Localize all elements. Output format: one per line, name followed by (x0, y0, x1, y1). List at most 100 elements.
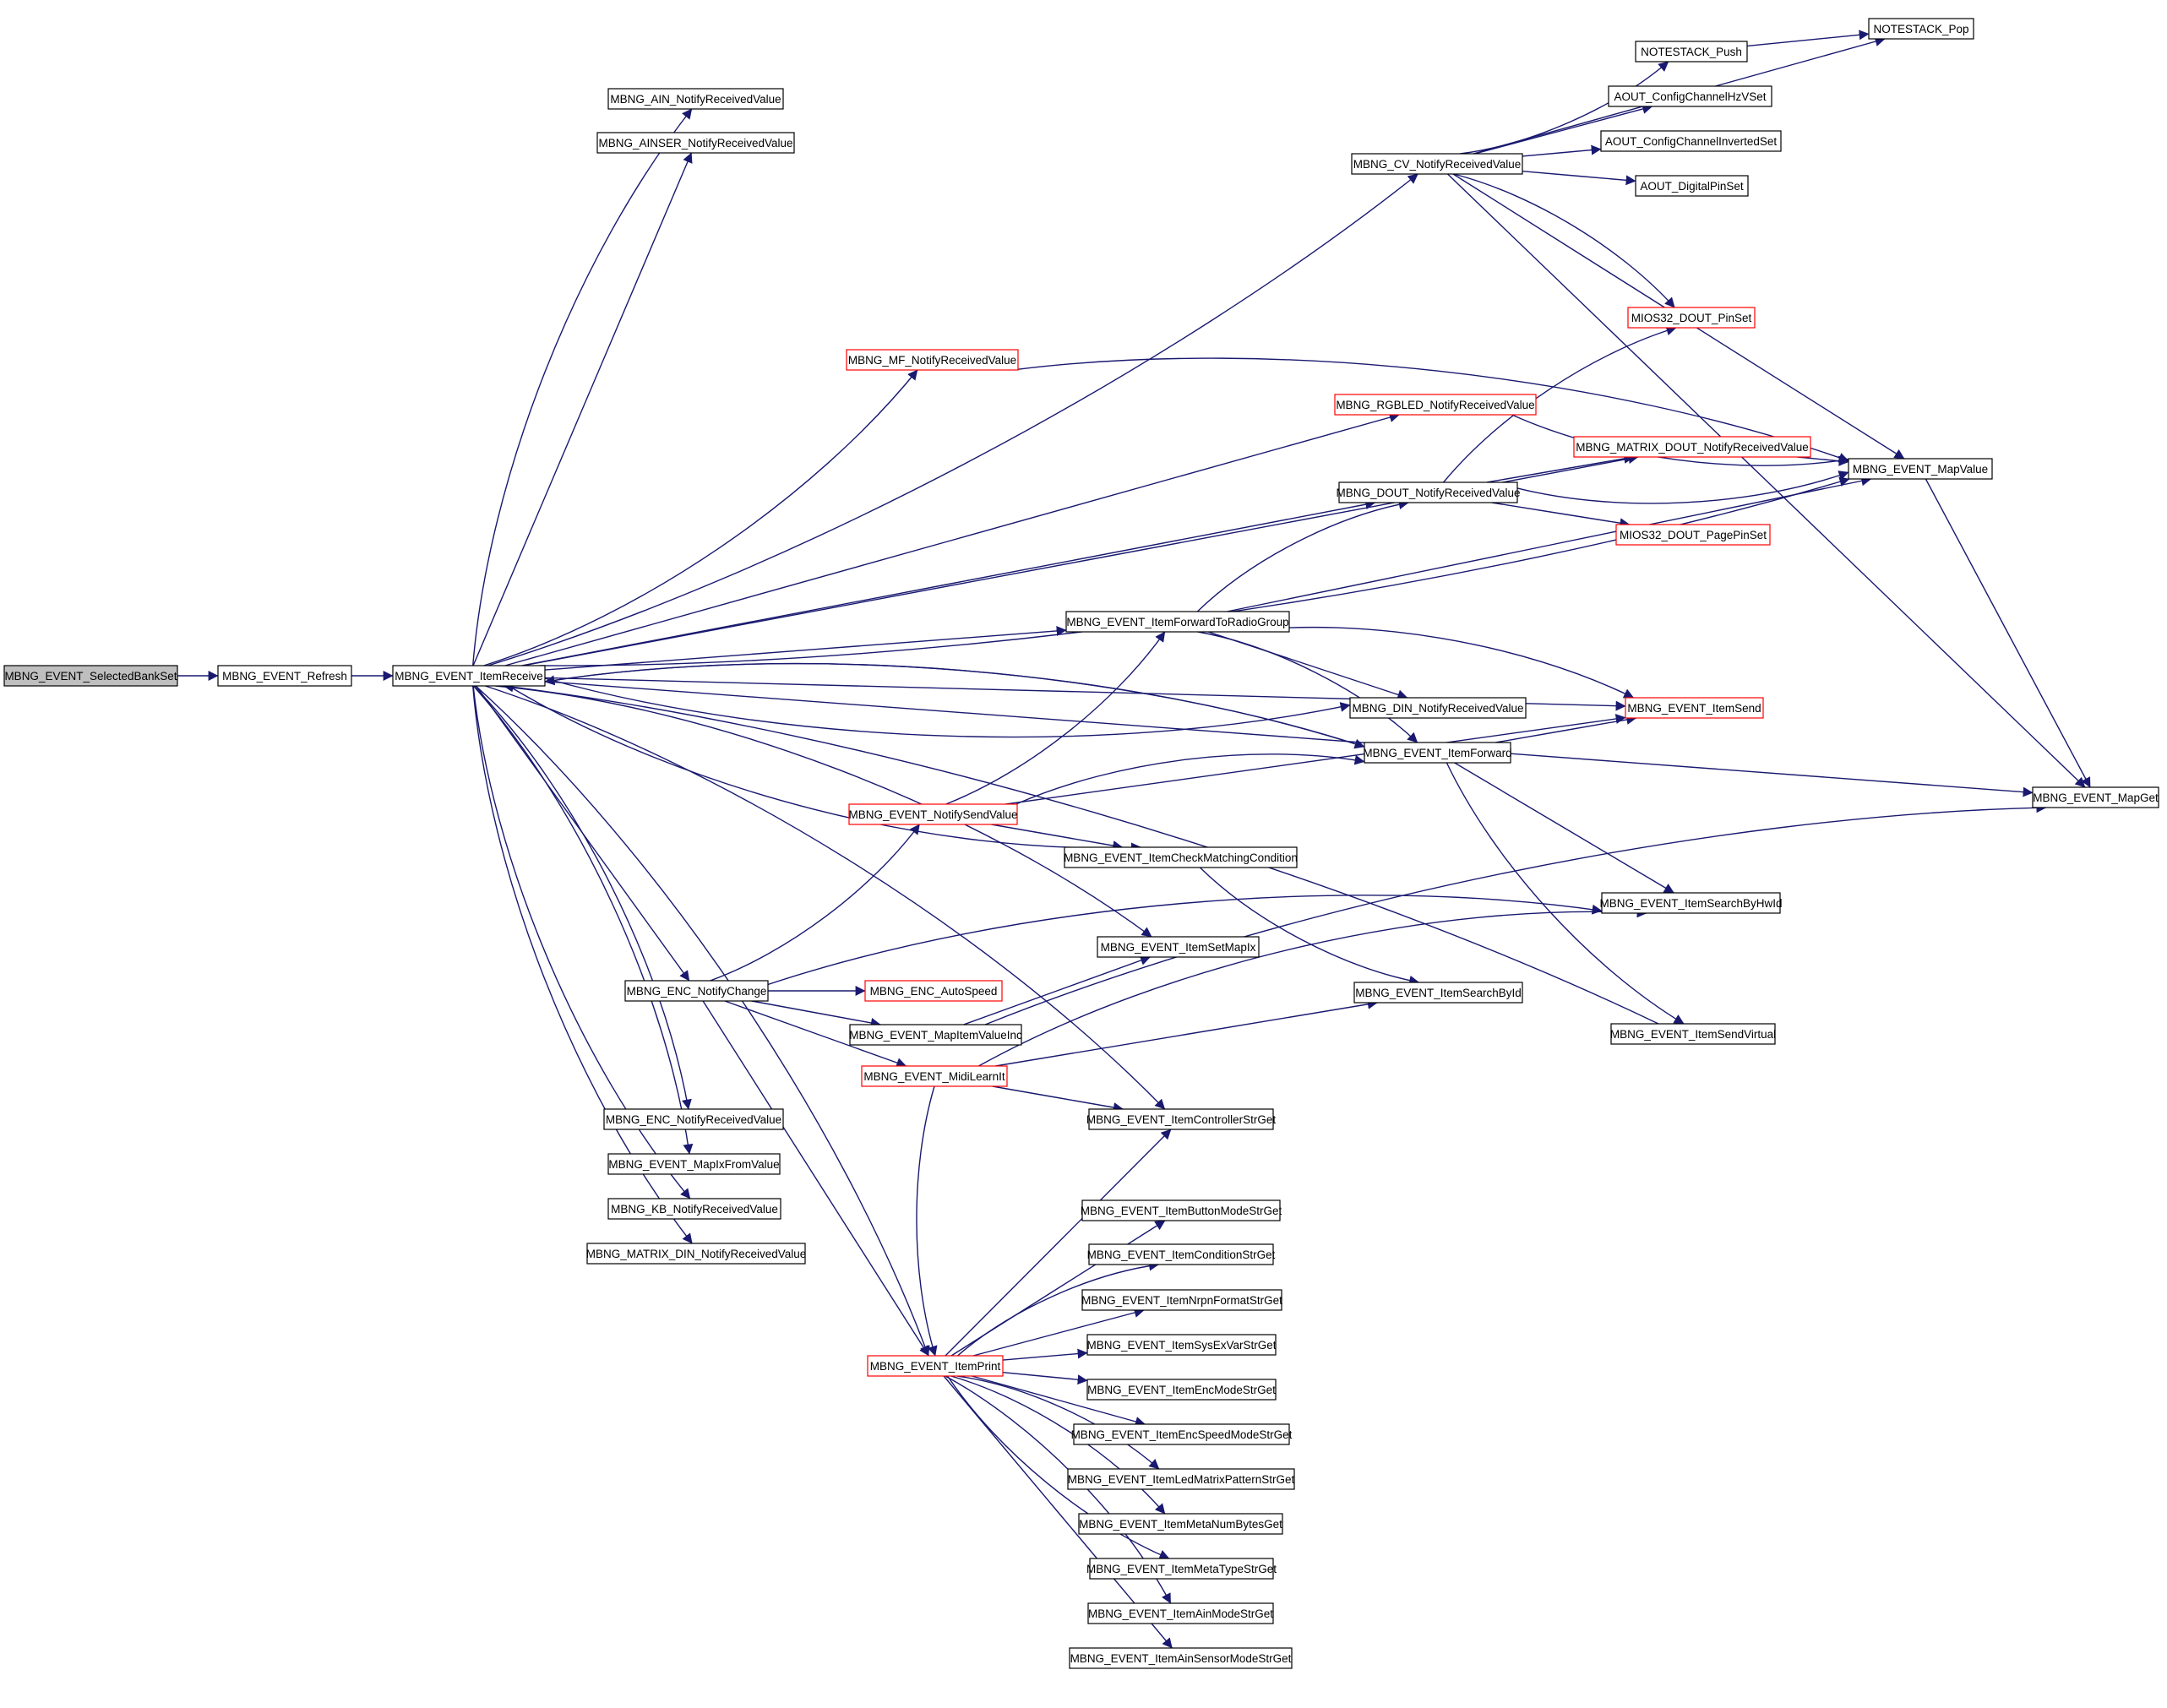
edge-midilearnit-to-itemprint (916, 1085, 938, 1357)
node-aout_digital[interactable]: AOUT_DigitalPinSet (1635, 175, 1749, 197)
node-box (1351, 153, 1523, 175)
node-ain_nrv[interactable]: MBNG_AIN_NotifyReceivedValue (607, 88, 784, 110)
node-box (2032, 786, 2159, 808)
node-ainsensormode[interactable]: MBNG_EVENT_ItemAinSensorModeStrGet (1069, 1647, 1293, 1669)
node-box (1601, 892, 1781, 914)
node-ainser_nrv[interactable]: MBNG_AINSER_NotifyReceivedValue (596, 132, 795, 154)
node-enc_autospeed[interactable]: MBNG_ENC_AutoSpeed (864, 980, 1003, 1002)
node-notestack_push[interactable]: NOTESTACK_Push (1635, 41, 1748, 63)
node-box (1610, 1023, 1776, 1045)
edge-itemreceive-to-mf_nrv (483, 369, 918, 666)
node-itemprint[interactable]: MBNG_EVENT_ItemPrint (867, 1355, 1004, 1377)
node-cv_nrv[interactable]: MBNG_CV_NotifyReceivedValue (1351, 153, 1523, 175)
node-ainmode[interactable]: MBNG_EVENT_ItemAinModeStrGet (1087, 1602, 1274, 1624)
node-box (603, 1108, 784, 1130)
node-box (1635, 175, 1749, 197)
node-box (1088, 1108, 1274, 1130)
node-label: MBNG_DOUT_NotifyReceivedValue (1336, 487, 1520, 499)
edge-cv_nrv-to-aout_hzv (1474, 104, 1653, 155)
node-notestack_pop[interactable]: NOTESTACK_Pop (1868, 18, 1974, 40)
node-checkmatching[interactable]: MBNG_EVENT_ItemCheckMatchingCondition (1064, 846, 1298, 868)
node-label: MBNG_ENC_AutoSpeed (870, 985, 998, 998)
node-mf_nrv[interactable]: MBNG_MF_NotifyReceivedValue (846, 349, 1019, 371)
node-fwd_radio[interactable]: MBNG_EVENT_ItemForwardToRadioGroup (1065, 611, 1290, 633)
node-label: MBNG_EVENT_ItemForwardToRadioGroup (1066, 616, 1288, 628)
node-box (1625, 697, 1764, 719)
node-mapvalue[interactable]: MBNG_EVENT_MapValue (1848, 458, 1993, 480)
node-label: MBNG_EVENT_ItemAinSensorModeStrGet (1070, 1652, 1292, 1665)
node-itemsend[interactable]: MBNG_EVENT_ItemSend (1625, 697, 1764, 719)
node-sysexvar[interactable]: MBNG_EVENT_ItemSysExVarStrGet (1086, 1334, 1277, 1356)
node-ledmatrixpattern[interactable]: MBNG_EVENT_ItemLedMatrixPatternStrGet (1067, 1468, 1295, 1490)
node-mapget[interactable]: MBNG_EVENT_MapGet (2032, 786, 2159, 808)
node-label: MBNG_MF_NotifyReceivedValue (848, 354, 1016, 367)
node-din_nrv[interactable]: MBNG_DIN_NotifyReceivedValue (1349, 697, 1527, 719)
node-label: MBNG_EVENT_ItemSysExVarStrGet (1086, 1339, 1276, 1352)
node-metatype[interactable]: MBNG_EVENT_ItemMetaTypeStrGet (1086, 1558, 1277, 1580)
edge-cv_nrv-to-aout_digital (1522, 171, 1636, 186)
node-kb_nrv[interactable]: MBNG_KB_NotifyReceivedValue (607, 1198, 781, 1220)
node-matrix_din_nrv[interactable]: MBNG_MATRIX_DIN_NotifyReceivedValue (586, 1243, 807, 1265)
node-box (1088, 1243, 1274, 1265)
node-itemforward[interactable]: MBNG_EVENT_ItemForward (1363, 742, 1512, 764)
node-mios_dout_pinset[interactable]: MIOS32_DOUT_PinSet (1627, 307, 1756, 329)
node-searchbyid[interactable]: MBNG_EVENT_ItemSearchById (1353, 982, 1523, 1004)
node-aout_inverted[interactable]: AOUT_ConfigChannelInvertedSet (1600, 130, 1782, 152)
edge-itemreceive-to-matrix_din_nrv (472, 685, 693, 1244)
node-label: MBNG_EVENT_ItemMetaTypeStrGet (1086, 1563, 1277, 1575)
node-box (1065, 611, 1290, 633)
edge-itemreceive-to-dout_nrv (521, 499, 1376, 666)
node-box (1086, 1334, 1277, 1356)
node-conditionstr[interactable]: MBNG_EVENT_ItemConditionStrGet (1087, 1243, 1276, 1265)
edge-itemprint-to-controllerstrget (945, 1129, 1172, 1357)
node-dout_nrv[interactable]: MBNG_DOUT_NotifyReceivedValue (1336, 481, 1521, 503)
edge-itemreceive-to-din_nrv (544, 677, 1351, 738)
node-enc_nrv[interactable]: MBNG_ENC_NotifyReceivedValue (603, 1108, 784, 1130)
node-enc_nc[interactable]: MBNG_ENC_NotifyChange (624, 980, 769, 1002)
node-selectedbankset[interactable]: MBNG_EVENT_SelectedBankSet (3, 665, 178, 687)
node-mapixfromvalue[interactable]: MBNG_EVENT_MapIxFromValue (607, 1153, 781, 1175)
node-notifysendvalue[interactable]: MBNG_EVENT_NotifySendValue (848, 803, 1018, 825)
node-box (1868, 18, 1974, 40)
node-controllerstrget[interactable]: MBNG_EVENT_ItemControllerStrGet (1086, 1108, 1277, 1130)
node-sendvirtual[interactable]: MBNG_EVENT_ItemSendVirtual (1610, 1023, 1776, 1045)
node-box (1338, 481, 1518, 503)
node-matrix_dout_nrv[interactable]: MBNG_MATRIX_DOUT_NotifyReceivedValue (1573, 436, 1811, 458)
edge-enc_nc-to-itemprint (702, 1000, 929, 1357)
node-buttonmode[interactable]: MBNG_EVENT_ItemButtonModeStrGet (1081, 1199, 1282, 1221)
node-aout_hzv[interactable]: AOUT_ConfigChannelHzVSet (1608, 85, 1772, 107)
node-itemreceive[interactable]: MBNG_EVENT_ItemReceive (392, 665, 546, 687)
node-label: MBNG_EVENT_ItemSetMapIx (1101, 941, 1256, 954)
node-encmode[interactable]: MBNG_EVENT_ItemEncModeStrGet (1086, 1379, 1277, 1401)
node-label: MBNG_EVENT_ItemEncModeStrGet (1087, 1384, 1276, 1396)
edge-itemreceive-to-mapixfromvalue (472, 685, 694, 1155)
node-box (1087, 1602, 1274, 1624)
node-box (1086, 1379, 1277, 1401)
edge-itemreceive-to-itemforward (544, 662, 1365, 749)
edge-mapitemvalueinc-to-setmapix (963, 955, 1151, 1025)
node-mios_dout_pagepinset[interactable]: MIOS32_DOUT_PagePinSet (1615, 524, 1771, 546)
edge-notestack_push-to-notestack_pop (1746, 30, 1870, 47)
edge-midilearnit-to-searchbyid (995, 998, 1378, 1067)
node-setmapix[interactable]: MBNG_EVENT_ItemSetMapIx (1097, 936, 1260, 958)
node-nrpnformat[interactable]: MBNG_EVENT_ItemNrpnFormatStrGet (1081, 1289, 1282, 1311)
node-encspeedmode[interactable]: MBNG_EVENT_ItemEncSpeedModeStrGet (1071, 1423, 1293, 1445)
node-mapitemvalueinc[interactable]: MBNG_EVENT_MapItemValueInc (849, 1024, 1022, 1046)
node-midilearnit[interactable]: MBNG_EVENT_MidiLearnIt (861, 1065, 1008, 1087)
edge-midilearnit-to-controllerstrget (992, 1085, 1124, 1112)
node-metanumbytes[interactable]: MBNG_EVENT_ItemMetaNumBytesGet (1078, 1513, 1283, 1535)
node-label: MBNG_EVENT_ItemSendVirtual (1610, 1028, 1776, 1041)
node-box (1078, 1513, 1283, 1535)
node-box (1608, 85, 1772, 107)
node-label: MBNG_MATRIX_DIN_NotifyReceivedValue (586, 1248, 807, 1260)
node-box (596, 132, 795, 154)
edge-itemforward-to-itemreceive (544, 662, 1365, 748)
node-searchbyhwid[interactable]: MBNG_EVENT_ItemSearchByHwId (1599, 892, 1783, 914)
node-refresh[interactable]: MBNG_EVENT_Refresh (217, 665, 352, 687)
node-label: MBNG_MATRIX_DOUT_NotifyReceivedValue (1576, 441, 1809, 454)
edge-itemreceive-to-enc_nrv (473, 685, 692, 1110)
edge-notifysendvalue-to-fwd_radio (945, 631, 1166, 805)
node-label: MBNG_EVENT_ItemNrpnFormatStrGet (1081, 1294, 1282, 1307)
node-rgbled_nrv[interactable]: MBNG_RGBLED_NotifyReceivedValue (1334, 394, 1537, 416)
node-label: MBNG_EVENT_ItemCheckMatchingCondition (1064, 851, 1298, 864)
